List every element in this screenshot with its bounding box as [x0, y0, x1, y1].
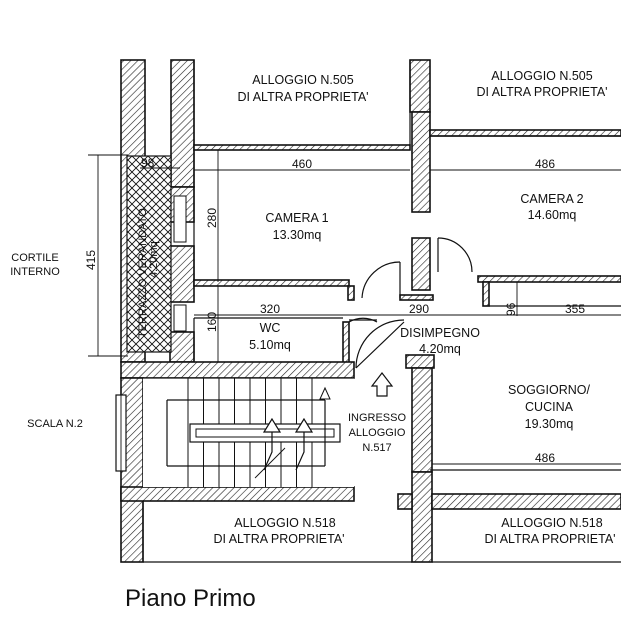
dim-98: 98: [141, 156, 155, 170]
dim-280: 280: [205, 208, 219, 228]
soggiorno-name-2: CUCINA: [525, 400, 574, 414]
alloggio-505-right-name: ALLOGGIO N.505: [491, 69, 592, 83]
alloggio-505-left-owner: DI ALTRA PROPRIETA': [237, 90, 368, 104]
alloggio-505-right-owner: DI ALTRA PROPRIETA': [476, 85, 607, 99]
dim-415: 415: [84, 250, 98, 270]
terrazzo-verandato: TERRAZZO VERANDATO 4.20mq: [126, 155, 187, 353]
soggiorno-area: 19.30mq: [525, 417, 574, 431]
dimension-lines: 98 460 486 280 415 320 290 96 355 160 48…: [84, 150, 621, 465]
dim-460: 460: [292, 157, 312, 171]
dim-290: 290: [409, 302, 429, 316]
wc-area: 5.10mq: [249, 338, 291, 352]
alloggio-518-left-name: ALLOGGIO N.518: [234, 516, 335, 530]
camera1-area: 13.30mq: [273, 228, 322, 242]
dim-320: 320: [260, 302, 280, 316]
room-outlines: [142, 60, 621, 563]
cortile-line-2: INTERNO: [10, 266, 60, 278]
page-title: Piano Primo: [125, 585, 256, 612]
disimpegno-area: 4.20mq: [419, 342, 461, 356]
ingresso-line-3: N.517: [362, 442, 391, 454]
dim-160: 160: [205, 312, 219, 332]
camera1-name: CAMERA 1: [265, 211, 328, 225]
soggiorno-name: SOGGIORNO/: [508, 383, 590, 397]
ingresso-line-1: INGRESSO: [348, 412, 407, 424]
scala-label: SCALA N.2: [27, 418, 83, 430]
cortile-line-1: CORTILE: [11, 252, 58, 264]
walls: [120, 59, 621, 563]
ingresso-line-2: ALLOGGIO: [349, 427, 406, 439]
dim-96: 96: [504, 302, 518, 316]
alloggio-518-left-owner: DI ALTRA PROPRIETA': [213, 532, 344, 546]
dim-486-bottom: 486: [535, 451, 555, 465]
room-labels: ALLOGGIO N.505 DI ALTRA PROPRIETA' ALLOG…: [10, 69, 615, 546]
alloggio-518-right-name: ALLOGGIO N.518: [501, 516, 602, 530]
staircase: [143, 377, 354, 487]
scala-window: [115, 394, 127, 472]
alloggio-518-right-owner: DI ALTRA PROPRIETA': [484, 532, 615, 546]
dim-486-top: 486: [535, 157, 555, 171]
disimpegno-name: DISIMPEGNO: [400, 326, 480, 340]
camera2-name: CAMERA 2: [520, 192, 583, 206]
terrazzo-label: TERRAZZO VERANDATO: [137, 208, 149, 338]
camera2-area: 14.60mq: [528, 208, 577, 222]
dim-355: 355: [565, 302, 585, 316]
wc-name: WC: [260, 321, 281, 335]
alloggio-505-left-name: ALLOGGIO N.505: [252, 73, 353, 87]
terrazzo-area: 4.20mq: [148, 241, 160, 278]
doors: [348, 237, 473, 397]
